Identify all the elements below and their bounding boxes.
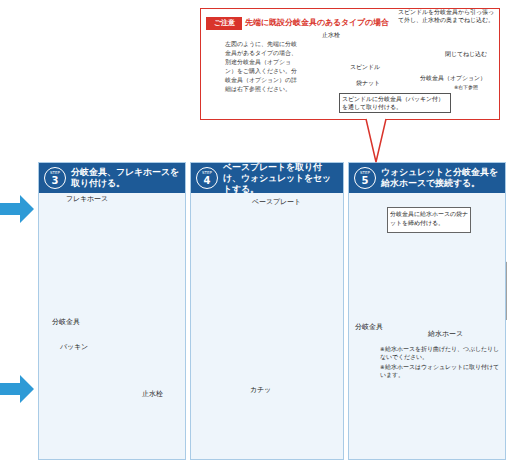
step-circle-text: STEP [45,171,65,175]
step-panel: ベースプレートを取り付け、ウォシュレットをセットする。STEP4 [190,162,344,460]
step-circle-text: STEP [355,171,375,175]
callout-tail [366,119,386,162]
part-label: 分岐金具（オプション） [420,74,500,82]
part-label: ※給水ホースを折り曲げたり、つぶしたりしないでください。 [380,346,500,361]
part-label: フレキホース [66,195,126,204]
side-arrow [0,195,34,403]
part-label: 止水栓 [142,390,182,399]
step-circle-text: 5 [355,175,375,186]
part-label: 袋ナット [356,79,396,87]
caution-badge-text: ご注意 [206,17,242,30]
part-label: スピンドルを分岐金具から引っ張って外し、止水栓の奥までねじ込む。 [398,9,498,24]
step-circle-text: 3 [45,175,65,186]
step-circle: STEP5 [354,167,376,189]
part-label: パッキン [60,343,100,352]
part-label: 閉じてねじ込む [445,50,500,58]
callout-box: 分岐金具に給水ホースの袋ナットを締め付ける。 [387,207,471,233]
side-arrow [0,195,34,223]
step-circle: STEP4 [196,167,218,189]
callout-box-text: 分岐金具に給水ホースの袋ナットを締め付ける。 [390,210,468,227]
caution-badge: ご注意 [206,17,242,30]
part-label: 止水栓 [322,31,362,39]
part-label: 給水ホース [428,330,478,339]
step-circle-text: 4 [197,175,217,186]
step-panel: 分岐金具、フレキホースを取り付ける。STEP3 [38,162,186,460]
note-box: スピンドルに分岐金具（パッキン付）を通して取り付ける。 [339,93,451,113]
caution-box-text: 左図のように、先端に分岐金具があるタイプの場合、別途分岐金具（オプション）をご購… [225,39,299,93]
part-label: カチッ [250,386,290,395]
step-panel: ウォシュレットと分岐金具を給水ホースで接続する。STEP5分岐金具に給水ホースの… [348,162,506,460]
step-circle-text: STEP [197,171,217,175]
step-circle: STEP3 [44,167,66,189]
part-label: ベースプレート [252,198,312,207]
part-label: 分岐金具 [52,318,92,327]
part-label: スピンドル [350,63,390,71]
note-box-text: スピンドルに分岐金具（パッキン付）を通して取り付ける。 [342,95,448,111]
part-label: ※右下参照 [454,84,494,91]
part-label: 分岐金具 [355,323,395,332]
part-label: ※給水ホースはウォシュレットに取り付けています。 [380,364,500,379]
side-arrow [0,375,34,403]
